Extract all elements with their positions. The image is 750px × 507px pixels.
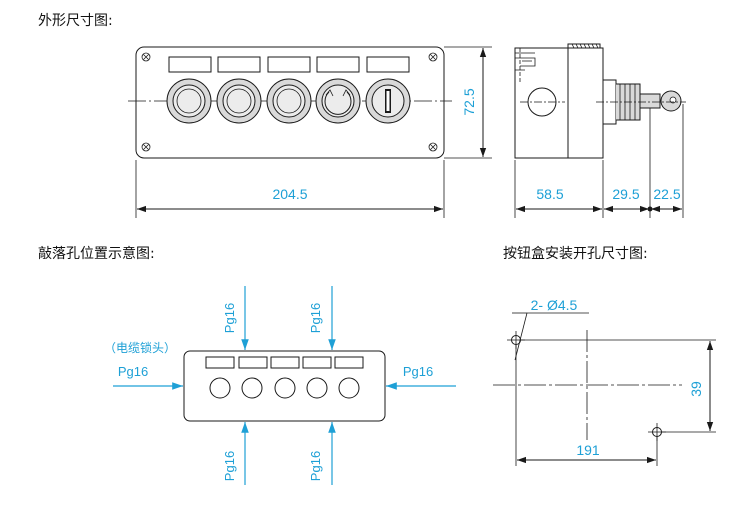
button-hole <box>241 377 263 399</box>
key-hole <box>669 96 677 104</box>
pg16-right-label: Pg16 <box>403 364 433 379</box>
pg16-bottom-left-label: Pg16 <box>222 451 237 481</box>
label-plate <box>366 56 410 73</box>
gland-detail <box>515 52 536 71</box>
label-plate <box>302 356 332 369</box>
heading-outline-dimensions: 外形尺寸图: <box>38 13 113 29</box>
front-box-outline <box>135 46 445 159</box>
push-button-icon <box>266 78 312 124</box>
knockout-diagram: Pg16 Pg16 Pg16 Pg16 Pg16 Pg16 （电缆锁头） <box>104 286 456 485</box>
rotary-selector-icon <box>315 78 361 124</box>
front-height-label: 72.5 <box>461 88 477 115</box>
knockout-box-outline <box>183 350 386 422</box>
heading-knockout-positions: 敲落孔位置示意图: <box>38 245 155 262</box>
button-hole <box>274 377 296 399</box>
screw-icon <box>428 52 438 62</box>
pg16-left-label: Pg16 <box>118 364 148 379</box>
push-button-icon <box>166 78 212 124</box>
side-depth-label: 58.5 <box>536 186 563 202</box>
hole-pitch-x-label: 191 <box>576 442 600 458</box>
button-hole <box>306 377 328 399</box>
side-view: 58.5 29.5 22.5 <box>514 43 686 218</box>
label-plate <box>334 356 364 369</box>
side-button-label: 29.5 <box>612 186 639 202</box>
screw-icon <box>141 52 151 62</box>
rib-hatch <box>571 43 599 49</box>
side-key-label: 22.5 <box>653 186 680 202</box>
hole-pitch-y-label: 39 <box>688 381 704 397</box>
label-plate <box>316 56 360 73</box>
pg16-top-right-label: Pg16 <box>308 303 323 333</box>
pg16-top-left-label: Pg16 <box>222 303 237 333</box>
label-plate <box>217 56 261 73</box>
hole-spec-label: 2- Ø4.5 <box>531 297 578 313</box>
label-plate <box>267 56 311 73</box>
leader-line <box>514 312 528 361</box>
button-hole <box>209 377 231 399</box>
front-width-label: 204.5 <box>272 186 307 202</box>
label-plate <box>205 356 235 369</box>
pg16-bottom-right-label: Pg16 <box>308 451 323 481</box>
label-plate <box>238 356 268 369</box>
key-shaft <box>639 93 661 109</box>
front-view: 204.5 72.5 <box>128 46 492 218</box>
label-plate <box>168 56 212 73</box>
heading-mounting-holes: 按钮盒安装开孔尺寸图: <box>503 245 648 262</box>
cable-lock-note: （电缆锁头） <box>104 340 176 355</box>
screw-icon <box>141 142 151 152</box>
screw-icon <box>428 142 438 152</box>
label-plate <box>270 356 300 369</box>
mounting-hole-diagram: 2- Ø4.5 39 191 <box>493 297 716 466</box>
dimension-dot <box>647 206 653 212</box>
button-hole <box>338 377 360 399</box>
key-switch-icon <box>365 78 411 124</box>
push-button-icon <box>216 78 262 124</box>
side-box-outline <box>514 47 604 159</box>
